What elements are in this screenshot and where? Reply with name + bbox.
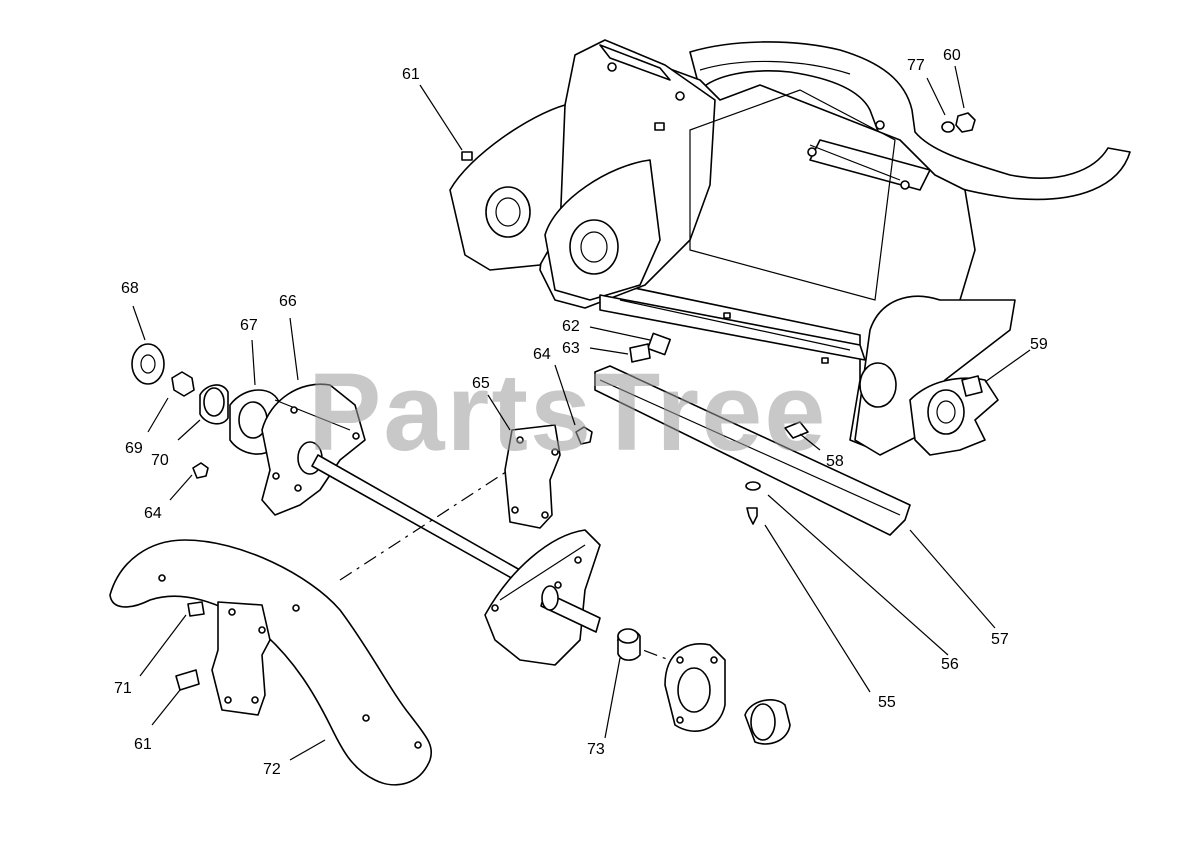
hardware-top	[461, 112, 983, 397]
auger-spiral	[109, 539, 432, 786]
callout-65: 65	[472, 375, 490, 392]
callout-70: 70	[151, 452, 169, 469]
bolt-63	[629, 343, 651, 363]
callout-67: 67	[240, 317, 258, 334]
watermark: PartsTree	[308, 351, 827, 474]
bracket-62	[647, 332, 671, 356]
washer-68	[131, 343, 165, 385]
scraper-blade	[594, 365, 911, 536]
callout-56: 56	[941, 656, 959, 673]
bolt-71	[187, 601, 205, 617]
scraper-bar	[594, 332, 911, 536]
auger-bracket	[211, 601, 271, 716]
callout-59: 59	[1030, 336, 1048, 353]
plate-58	[784, 421, 809, 439]
leader-lines	[132, 65, 1031, 761]
washer-77	[941, 121, 955, 133]
callout-57: 57	[991, 631, 1009, 648]
bolt-61-top	[461, 151, 473, 161]
nut-64-right	[575, 426, 593, 445]
callout-73: 73	[587, 741, 605, 758]
right-auger-plate-lower	[484, 529, 601, 666]
callout-58: 58	[826, 453, 844, 470]
callout-61-top: 61	[402, 66, 420, 83]
nut-69	[171, 371, 195, 397]
bolt-59	[961, 375, 983, 397]
housing-lower-edge	[599, 294, 866, 361]
callout-labels: 61 77 60 68 66 67 62 63 64 65 59 69 70 6…	[114, 47, 1048, 778]
callout-61-lower: 61	[134, 736, 152, 753]
callout-68: 68	[121, 280, 139, 297]
nut-64-left	[192, 462, 209, 479]
callout-63: 63	[562, 340, 580, 357]
callout-60: 60	[943, 47, 961, 64]
handle-bar	[689, 41, 1131, 201]
callout-64-left: 64	[144, 505, 162, 522]
left-auger-plate	[261, 383, 366, 516]
callout-66: 66	[279, 293, 297, 310]
nut-60	[955, 112, 976, 133]
auger-blade-72	[109, 539, 432, 786]
callout-64-right: 64	[533, 346, 551, 363]
washer-56	[745, 481, 761, 491]
bolt-55	[746, 507, 758, 525]
bracket-65	[504, 424, 561, 529]
callout-71: 71	[114, 680, 132, 697]
callout-69: 69	[125, 440, 143, 457]
bolt-61-lower	[175, 669, 200, 691]
callout-77: 77	[907, 57, 925, 74]
callout-62: 62	[562, 318, 580, 335]
callout-55: 55	[878, 694, 896, 711]
left-bearing-stack	[131, 343, 281, 479]
auger-housing	[449, 39, 1131, 456]
callout-72: 72	[263, 761, 281, 778]
